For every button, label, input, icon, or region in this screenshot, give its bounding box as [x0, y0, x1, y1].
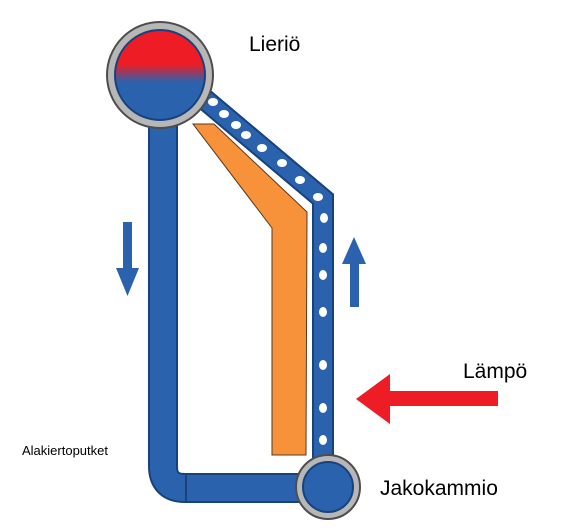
flue-plate — [191, 123, 308, 456]
header-label: Jakokammio — [380, 477, 498, 500]
heat-label: Lämpö — [463, 360, 527, 383]
steam-drum — [106, 21, 214, 129]
up-flow-arrow — [342, 237, 366, 307]
steam-bubbles — [208, 98, 328, 445]
down-flow-arrow — [116, 222, 139, 296]
header-chamber — [295, 454, 361, 520]
downcomer-label: Alakiertoputket — [22, 443, 108, 458]
heat-arrow — [356, 374, 498, 424]
downcomer-tube — [148, 105, 310, 503]
drum-label: Lieriö — [249, 33, 300, 56]
